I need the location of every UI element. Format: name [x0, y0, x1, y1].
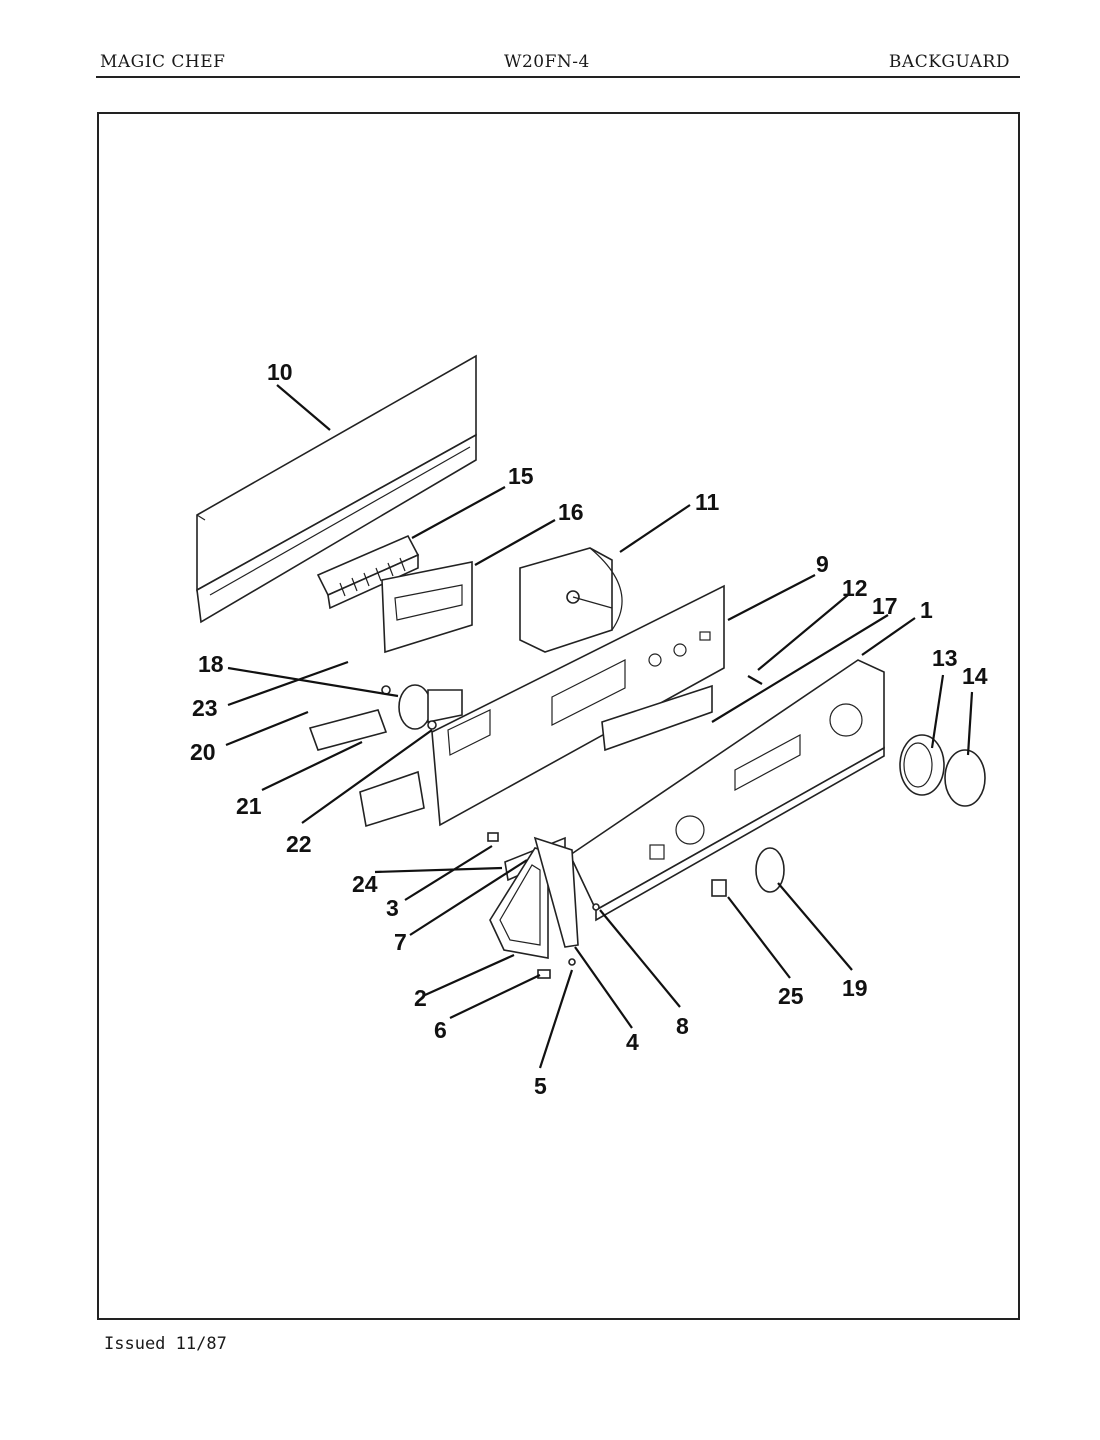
- part-20-switch: [308, 709, 388, 751]
- callout-18: 18: [198, 651, 224, 677]
- part-16-bracket: [381, 561, 473, 654]
- callout-13: 13: [932, 645, 958, 671]
- callout-22: 22: [286, 831, 312, 857]
- model-number: W20FN-4: [504, 52, 590, 72]
- part-19-selector-knob: [755, 847, 785, 893]
- callout-labels: 10 15 16 11 9 12 17 1 13 14 18 23 20 21 …: [190, 359, 988, 1099]
- callout-21: 21: [236, 793, 262, 819]
- callout-11: 11: [695, 489, 720, 515]
- leader-lines: [225, 384, 974, 1069]
- part-25-small-knob: [711, 879, 727, 897]
- part-17-lens: [601, 684, 713, 752]
- callout-15: 15: [508, 463, 534, 489]
- header-rule: [96, 76, 1020, 78]
- callout-25: 25: [778, 983, 804, 1009]
- part-10-rear-panel: [196, 354, 477, 624]
- callout-14: 14: [962, 663, 988, 689]
- diagram-frame: [97, 112, 1020, 1320]
- callout-24: 24: [352, 871, 378, 897]
- part-11-timer-assembly: [519, 547, 623, 653]
- callout-9: 9: [816, 551, 829, 577]
- part-4-trim-strip: [533, 836, 579, 948]
- callout-19: 19: [842, 975, 868, 1001]
- callout-5: 5: [534, 1073, 547, 1099]
- part-13-knob-skirt: [899, 734, 945, 796]
- part-12-screw: [747, 675, 763, 685]
- callout-20: 20: [190, 739, 216, 765]
- part-14-knob: [944, 749, 986, 807]
- callout-10: 10: [267, 359, 293, 385]
- callout-2: 2: [414, 985, 427, 1011]
- callout-8: 8: [676, 1013, 689, 1039]
- callout-7: 7: [394, 929, 407, 955]
- issued-date: Issued 11/87: [104, 1334, 227, 1354]
- callout-6: 6: [434, 1017, 447, 1043]
- part-15-terminal-block: [316, 534, 420, 610]
- callout-12: 12: [842, 575, 868, 601]
- callout-23: 23: [192, 695, 218, 721]
- callout-1: 1: [920, 597, 933, 623]
- brand-label: MAGIC CHEF: [100, 52, 226, 72]
- callout-17: 17: [872, 593, 898, 619]
- callout-16: 16: [558, 499, 584, 525]
- callout-3: 3: [386, 895, 399, 921]
- part-9-control-panel: [431, 584, 725, 827]
- part-18-motor: [398, 684, 463, 730]
- callout-4: 4: [626, 1029, 639, 1055]
- section-title: BACKGUARD: [888, 52, 1010, 72]
- fasteners: [381, 685, 600, 979]
- part-21-bracket: [359, 770, 425, 828]
- part-2-side-bracket: [489, 847, 549, 959]
